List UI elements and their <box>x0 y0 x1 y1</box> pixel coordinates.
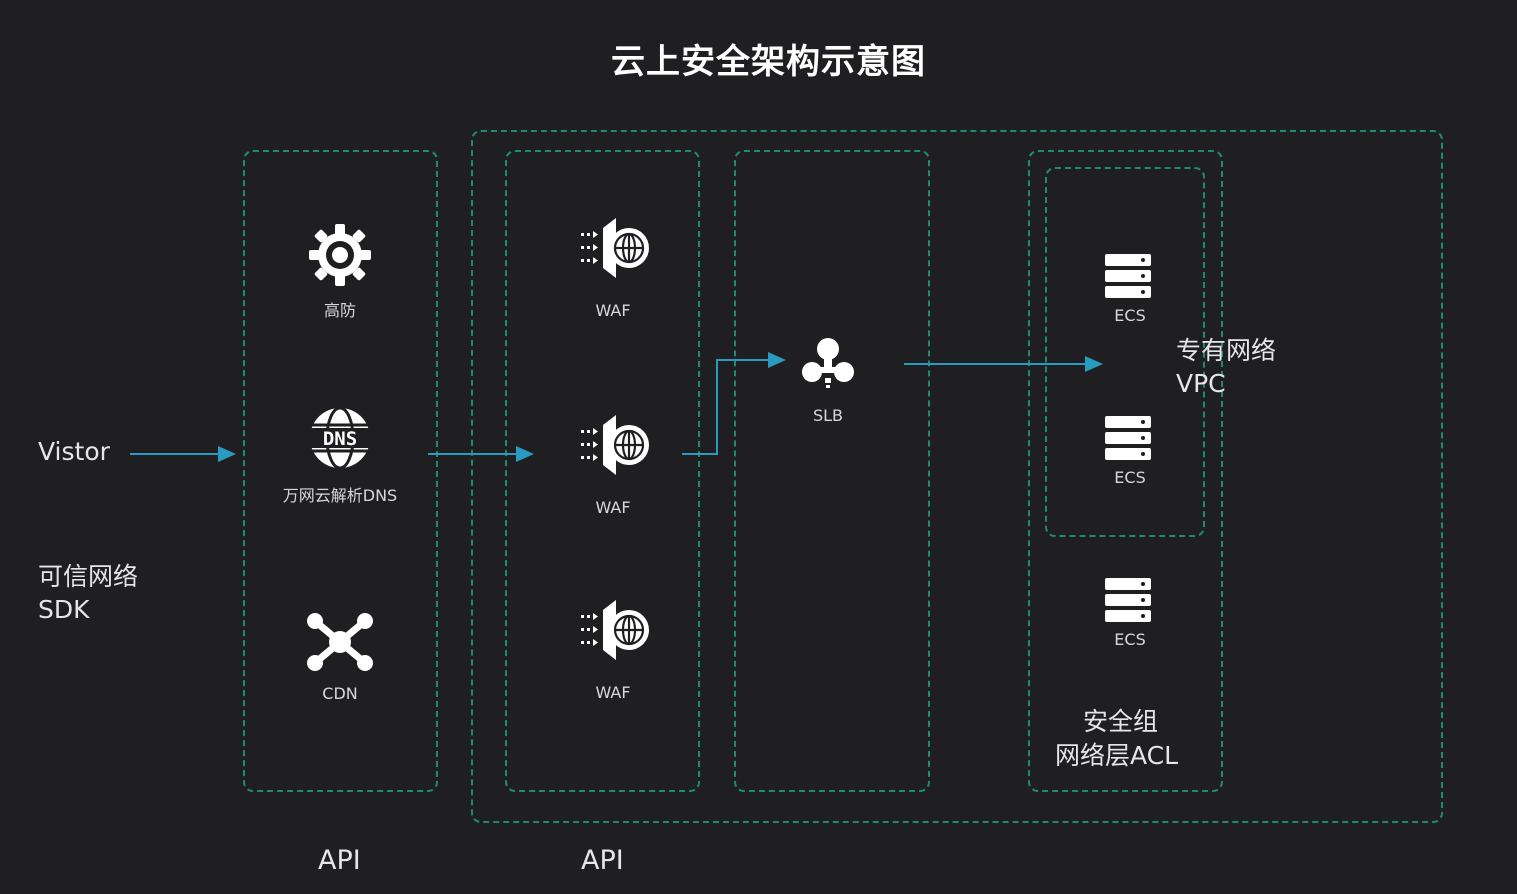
trusted-network-label: 可信网络 <box>38 562 139 591</box>
waf-label-3: WAF <box>595 683 631 702</box>
visitor-label: Vistor <box>38 437 110 466</box>
cdn-network-icon <box>306 612 374 676</box>
outer-cloud-container <box>471 130 1443 823</box>
waf-label-1: WAF <box>595 301 631 320</box>
api-label-2: API <box>581 845 624 876</box>
ecs-label-3: ECS <box>1114 630 1146 649</box>
waf-label-2: WAF <box>595 498 631 517</box>
sdk-label: SDK <box>38 595 90 624</box>
diagram-title: 云上安全架构示意图 <box>611 42 926 82</box>
api-label-1: API <box>318 845 361 876</box>
svg-text:DNS: DNS <box>323 428 357 450</box>
slb-label: SLB <box>812 406 844 425</box>
server-icon-1 <box>1105 254 1151 302</box>
ecs-label-1: ECS <box>1114 306 1146 325</box>
slb-icon <box>800 336 856 394</box>
dns-globe-icon: DNS <box>307 405 373 475</box>
server-icon-2 <box>1105 416 1151 464</box>
dns-label: 万网云解析DNS <box>282 486 398 505</box>
vpc-label-cn: 专有网络 <box>1176 336 1277 365</box>
anti-ddos-label: 高防 <box>323 301 356 320</box>
ecs-label-2: ECS <box>1114 468 1146 487</box>
slb-column-container <box>734 150 930 792</box>
waf-icon-1 <box>578 216 652 284</box>
cdn-label: CDN <box>322 684 358 703</box>
waf-column-container <box>505 150 700 792</box>
vpc-container <box>1045 167 1205 537</box>
column1-container <box>243 150 438 792</box>
security-group-label: 安全组 <box>1083 707 1159 736</box>
server-icon-3 <box>1105 578 1151 626</box>
waf-icon-2 <box>578 413 652 481</box>
gear-shield-icon <box>307 222 373 292</box>
network-acl-label: 网络层ACL <box>1055 741 1179 770</box>
security-group-container <box>1028 150 1223 792</box>
waf-icon-3 <box>578 598 652 666</box>
vpc-label-en: VPC <box>1176 369 1226 398</box>
